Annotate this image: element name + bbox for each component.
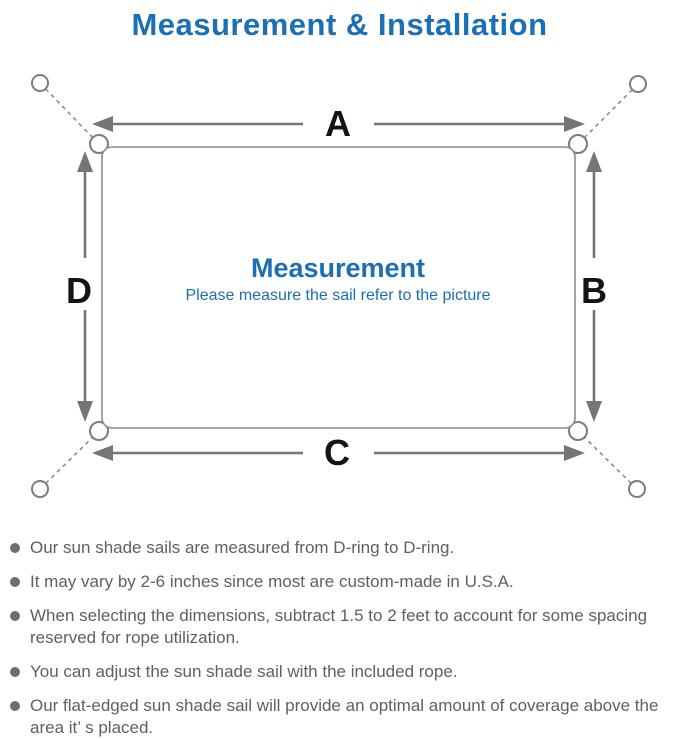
label-side-d: D (66, 270, 92, 311)
d-ring-top-left (89, 134, 109, 154)
diagram-center-title: Measurement (251, 253, 425, 283)
note-text: Our sun shade sails are measured from D-… (30, 538, 455, 557)
note-text: Our flat-edged sun shade sail will provi… (30, 696, 659, 737)
diagram-center-subtitle: Please measure the sail refer to the pic… (185, 287, 490, 304)
bullet-icon (10, 577, 20, 587)
note-text: It may vary by 2-6 inches since most are… (30, 572, 514, 591)
measure-arrows (77, 116, 602, 461)
d-ring-bottom-left (89, 421, 109, 441)
measurement-diagram: A B C D Measurement Please measure the s… (0, 55, 679, 520)
note-item: When selecting the dimensions, subtract … (8, 605, 673, 649)
note-text: You can adjust the sun shade sail with t… (30, 662, 458, 681)
note-item: It may vary by 2-6 inches since most are… (8, 571, 673, 593)
sail-rectangle (101, 146, 576, 429)
anchor-ring-top-right (629, 75, 647, 93)
anchor-ring-top-left (31, 74, 49, 92)
anchor-ring-bottom-left (31, 480, 49, 498)
note-item: You can adjust the sun shade sail with t… (8, 661, 673, 683)
anchor-rings (31, 74, 647, 498)
label-side-b: B (581, 270, 607, 311)
bullet-icon (10, 701, 20, 711)
note-item: Our flat-edged sun shade sail will provi… (8, 695, 673, 739)
rope-dashed-lines (39, 82, 639, 490)
d-ring-top-right (568, 134, 588, 154)
label-side-a: A (325, 103, 351, 144)
bullet-icon (10, 667, 20, 677)
bullet-icon (10, 611, 20, 621)
label-side-c: C (324, 432, 350, 473)
sail-diagram-svg: A B C D Measurement Please measure the s… (31, 74, 647, 498)
d-rings (89, 134, 588, 441)
note-item: Our sun shade sails are measured from D-… (8, 537, 673, 559)
d-ring-bottom-right (568, 421, 588, 441)
anchor-ring-bottom-right (628, 480, 646, 498)
notes-list: Our sun shade sails are measured from D-… (0, 537, 679, 739)
bullet-icon (10, 543, 20, 553)
page-title: Measurement & Installation (131, 7, 548, 42)
note-text: When selecting the dimensions, subtract … (30, 606, 648, 647)
